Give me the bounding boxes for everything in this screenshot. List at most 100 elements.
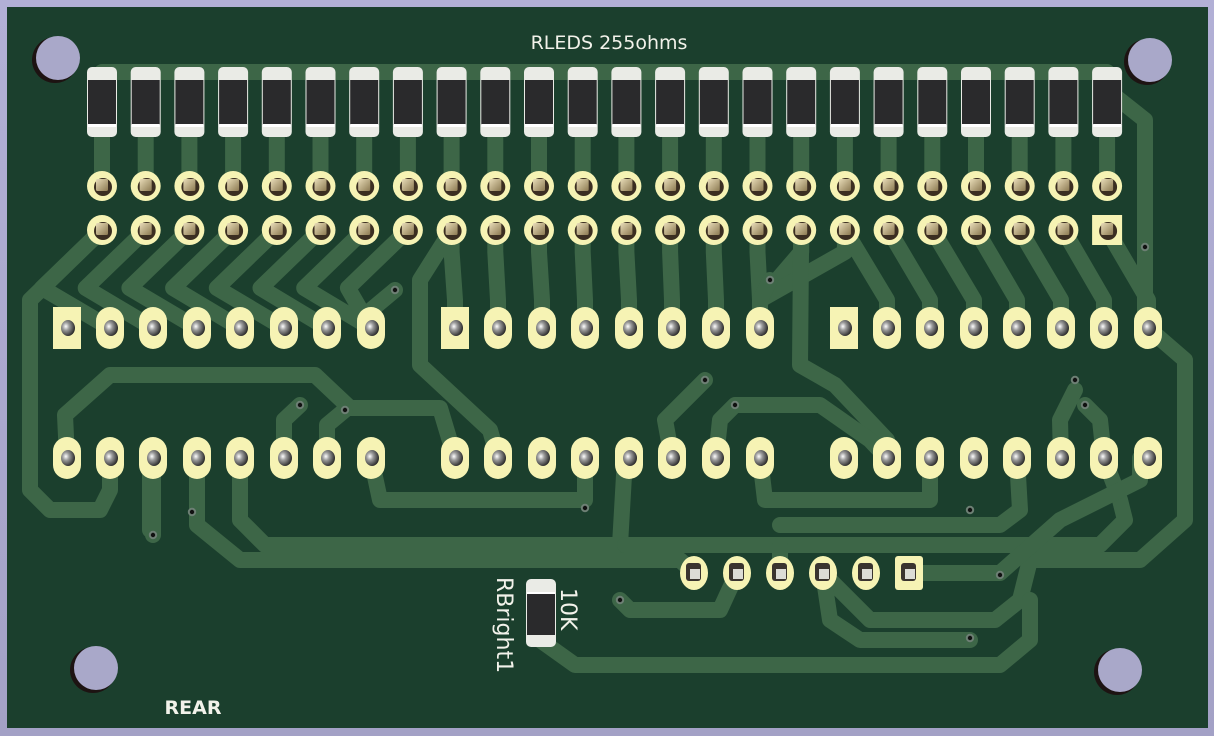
led-resistor-array [87, 67, 1123, 137]
ic-pin [536, 450, 550, 466]
connector-pin [819, 569, 829, 579]
resistor-body [219, 80, 248, 125]
ic-pin [1055, 320, 1069, 336]
ic-pin [147, 450, 161, 466]
ic-pin [1098, 450, 1112, 466]
resistor-edge [219, 124, 248, 127]
resistor-edge [393, 124, 422, 127]
resistor-body [1005, 80, 1034, 125]
ic-pin [191, 450, 205, 466]
resistor-body [350, 80, 379, 125]
ic-pin [234, 320, 248, 336]
via-drill [1072, 377, 1078, 383]
resistor-edge [699, 124, 728, 127]
resistor-edge [1005, 124, 1034, 127]
ic-pin [968, 320, 982, 336]
ic-pin [1098, 320, 1112, 336]
led-resistor [480, 67, 511, 137]
header-pin [1013, 223, 1026, 235]
trace [77, 222, 161, 336]
header-pin [970, 223, 982, 235]
header-pin [795, 223, 808, 235]
connector-1x6 [680, 556, 923, 590]
ic-pin [881, 320, 895, 336]
resistor-edge [787, 124, 816, 127]
resistor-edge [437, 124, 466, 127]
ic-pin [61, 320, 75, 336]
resistor-body [656, 80, 685, 125]
silkscreen-rbright-ref: RBright1 [491, 577, 516, 673]
trace [22, 222, 118, 518]
led-resistor [524, 67, 554, 137]
via-drill [297, 402, 303, 408]
resistor-body [481, 80, 510, 125]
ic-pin [492, 320, 506, 336]
led-resistor [1004, 67, 1035, 137]
header-pin [620, 223, 633, 235]
trace [532, 592, 1038, 673]
header-pin [445, 223, 458, 235]
ic-pin [536, 320, 550, 336]
trace [708, 397, 895, 466]
ic-pin [623, 450, 637, 466]
header-pin [1101, 223, 1114, 235]
header-pin [533, 179, 545, 191]
header-pin [926, 223, 939, 235]
resistor-edge [1093, 124, 1122, 127]
connector-pin [733, 569, 743, 579]
resistor-edge [262, 124, 291, 127]
led-resistor [655, 67, 686, 137]
header-pin [707, 223, 720, 235]
header-pin [576, 179, 589, 191]
header-pin [314, 179, 327, 191]
ic-pin [924, 450, 938, 466]
trace [815, 320, 1193, 628]
ic-pin [623, 320, 637, 336]
ic-pin [881, 450, 895, 466]
trace [208, 222, 292, 336]
ic-pin [147, 320, 161, 336]
trace [232, 450, 633, 553]
resistor-body [568, 80, 597, 125]
mounting-hole [36, 36, 80, 80]
led-resistor [87, 67, 117, 137]
header-pin [620, 179, 633, 191]
led-resistor [130, 67, 161, 137]
resistor-body [787, 80, 816, 125]
via-drill [617, 597, 623, 603]
led-resistor [873, 67, 904, 137]
rbright-body [527, 593, 555, 635]
header-pin [445, 179, 458, 191]
header-pin [664, 223, 677, 235]
header-pin [1057, 223, 1070, 235]
resistor-body [88, 80, 116, 125]
connector-pin [905, 569, 915, 579]
resistor-edge [568, 124, 597, 127]
ic-pin [838, 450, 852, 466]
ic-pin [754, 450, 768, 466]
via-drill [702, 377, 708, 383]
resistor-body [393, 80, 422, 125]
mounting-holes [32, 36, 1172, 695]
connector-pin [690, 569, 700, 579]
ic-pin [1011, 320, 1025, 336]
header-pin [970, 179, 982, 191]
ic-pin [492, 450, 506, 466]
header-pin [227, 179, 240, 191]
header-pin [838, 179, 851, 191]
ic-pin [61, 450, 75, 466]
mounting-hole [1098, 648, 1142, 692]
ic-pin [710, 450, 724, 466]
header-pin [751, 223, 764, 235]
ic-pin [278, 450, 292, 466]
resistor-edge [175, 124, 204, 127]
via-drill [967, 507, 973, 513]
header-pin [533, 223, 545, 235]
resistor-edge [525, 124, 553, 127]
ic-pin [321, 320, 335, 336]
header-pin [96, 223, 108, 235]
rbright-edge [527, 592, 555, 594]
via-drill [997, 572, 1003, 578]
header-pin [751, 179, 764, 191]
